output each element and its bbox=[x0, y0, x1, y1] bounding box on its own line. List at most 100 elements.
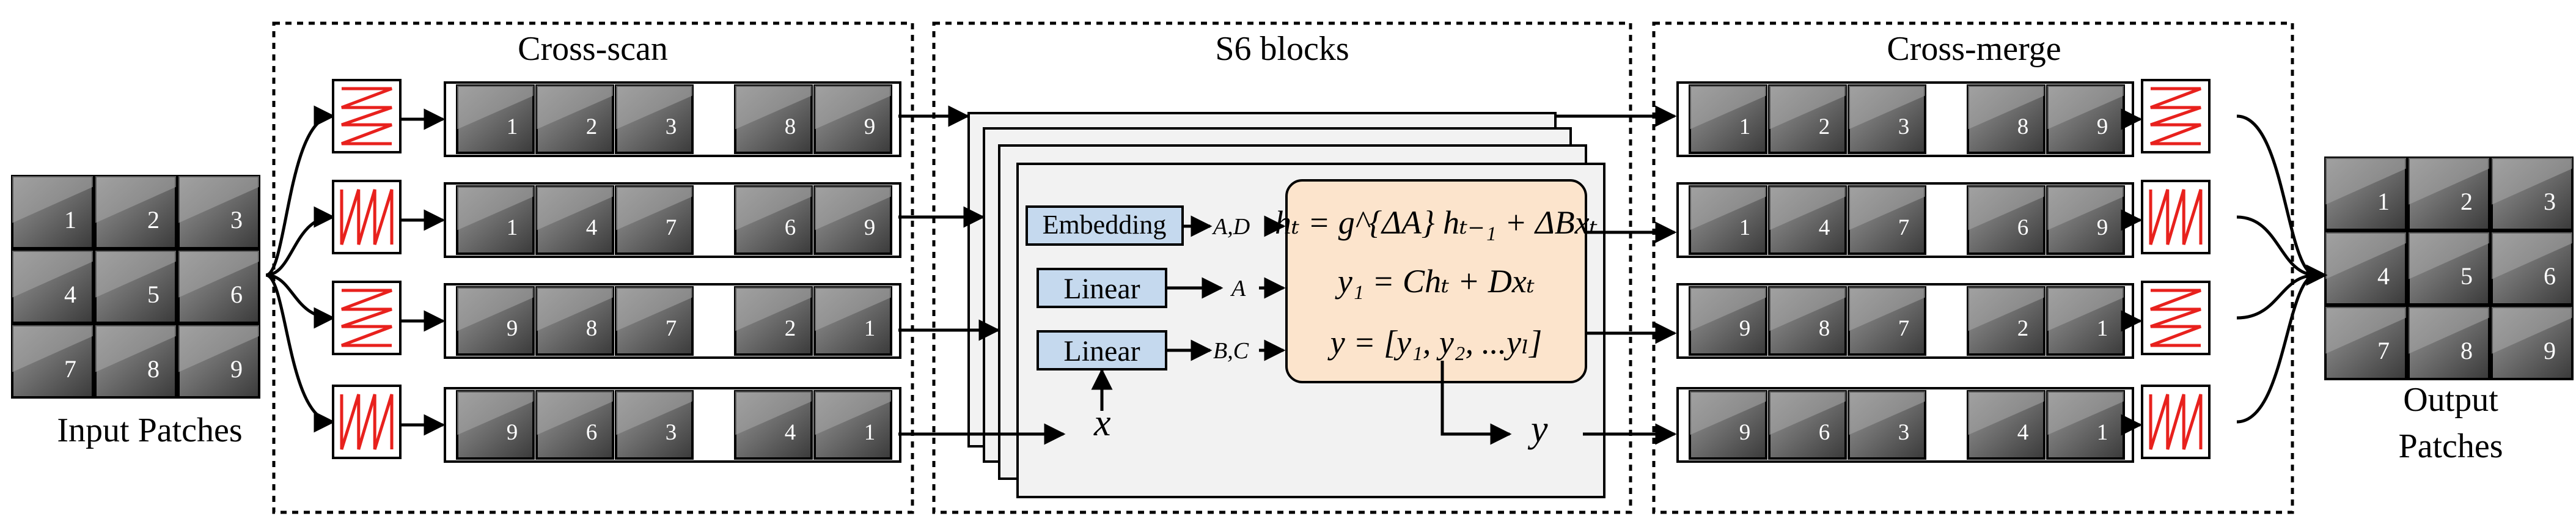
cross-scan-title: Cross-scan bbox=[518, 30, 668, 68]
patch-number: 1 bbox=[2097, 316, 2108, 341]
merge-row-tile-9: 9 bbox=[1689, 390, 1767, 460]
scan-row-tile-3: 3 bbox=[615, 84, 694, 154]
patch-number: 7 bbox=[64, 355, 76, 383]
patch-number: 9 bbox=[2544, 337, 2556, 364]
patch-number: 1 bbox=[864, 316, 876, 341]
patch-number: 6 bbox=[2017, 215, 2029, 240]
s6-blocks-frame bbox=[932, 21, 1632, 514]
output-tile-2: 2 bbox=[2407, 157, 2490, 231]
patch-number: 7 bbox=[2377, 337, 2390, 364]
patch-number: 3 bbox=[230, 206, 243, 234]
patch-number: 6 bbox=[586, 420, 598, 445]
input-tile-8: 8 bbox=[94, 324, 177, 399]
patch-number: 1 bbox=[864, 420, 876, 445]
cross-merge-title: Cross-merge bbox=[1887, 30, 2061, 68]
patch-number: 9 bbox=[507, 420, 518, 445]
scan-path-icon bbox=[341, 87, 392, 146]
merge-row-tile-2: 2 bbox=[1768, 84, 1847, 154]
patch-number: 9 bbox=[2097, 114, 2108, 139]
patch-number: 6 bbox=[785, 215, 796, 240]
patch-number: 9 bbox=[230, 355, 243, 383]
patch-number: 7 bbox=[1898, 215, 1910, 240]
input-branch-connectors bbox=[265, 105, 336, 433]
merge-row-tile-6: 6 bbox=[1768, 390, 1847, 460]
equation-sequence: y = [y₁, y₂, ...yₗ] bbox=[1327, 324, 1543, 361]
patch-number: 3 bbox=[666, 114, 677, 139]
patch-number: 1 bbox=[507, 114, 518, 139]
output-patches-label-line2: Patches bbox=[2398, 427, 2503, 465]
patch-number: 6 bbox=[230, 281, 243, 308]
patch-number: 1 bbox=[64, 206, 76, 234]
patch-number: 7 bbox=[666, 215, 677, 240]
scan-scan-pattern-2 bbox=[332, 180, 402, 254]
patch-number: 2 bbox=[1819, 114, 1830, 139]
output-tile-7: 7 bbox=[2324, 306, 2407, 380]
input-tile-7: 7 bbox=[11, 324, 94, 399]
scan-row-tile-9: 9 bbox=[813, 185, 892, 255]
patch-number: 4 bbox=[64, 281, 76, 308]
patch-number: 8 bbox=[785, 114, 796, 139]
merge-scan-pattern-3 bbox=[2141, 281, 2211, 355]
scan-row-tile-9: 9 bbox=[456, 286, 535, 356]
input-tile-4: 4 bbox=[11, 249, 94, 324]
merge-row-tile-9: 9 bbox=[1689, 286, 1767, 356]
scan-scan-pattern-3 bbox=[332, 281, 402, 355]
embedding-box bbox=[1026, 205, 1184, 246]
scan-row-tile-2: 2 bbox=[734, 286, 813, 356]
s6-to-merge-arrows bbox=[1555, 105, 1677, 445]
patch-number: 9 bbox=[1739, 316, 1751, 341]
output-variable-y: y bbox=[1527, 408, 1548, 450]
output-tile-6: 6 bbox=[2490, 231, 2574, 306]
input-tile-5: 5 bbox=[94, 249, 177, 324]
merge-row-tile-7: 7 bbox=[1848, 185, 1926, 255]
scan-to-s6-arrows bbox=[898, 105, 1066, 445]
patch-number: 4 bbox=[2377, 262, 2390, 290]
scan-row-tile-6: 6 bbox=[535, 390, 614, 460]
patch-number: 4 bbox=[785, 420, 796, 445]
scan-path-icon bbox=[2150, 289, 2201, 347]
patch-number: 5 bbox=[2460, 262, 2473, 290]
patch-number: 5 bbox=[147, 281, 160, 308]
patch-number: 8 bbox=[1819, 316, 1830, 341]
merge-row-tile-2: 2 bbox=[1967, 286, 2046, 356]
cross-merge-frame bbox=[1652, 21, 2294, 514]
patch-number: 3 bbox=[2544, 188, 2556, 215]
patch-number: 1 bbox=[507, 215, 518, 240]
input-tile-1: 1 bbox=[11, 175, 94, 249]
scan-row-tile-1: 1 bbox=[456, 185, 535, 255]
merge-row-tile-3: 3 bbox=[1848, 390, 1926, 460]
patch-number: 2 bbox=[785, 316, 796, 341]
scan-row-tile-8: 8 bbox=[535, 286, 614, 356]
merge-row-tile-8: 8 bbox=[1967, 84, 2046, 154]
equation-box bbox=[1285, 179, 1587, 383]
patch-number: 7 bbox=[666, 316, 677, 341]
input-patches-label: Input Patches bbox=[57, 411, 242, 449]
patch-number: 1 bbox=[2377, 188, 2390, 215]
scan-row-tile-7: 7 bbox=[615, 286, 694, 356]
scan-row-tile-1: 1 bbox=[813, 286, 892, 356]
input-variable-x: x bbox=[1093, 402, 1111, 444]
scan-row-tile-2: 2 bbox=[535, 84, 614, 154]
scan-scan-pattern-4 bbox=[332, 385, 402, 459]
scan-row-tile-4: 4 bbox=[734, 390, 813, 460]
linear-output-label-2: B,C bbox=[1213, 338, 1249, 364]
scan-path-icon bbox=[340, 189, 394, 245]
scan-row-tile-1: 1 bbox=[813, 390, 892, 460]
output-patches-label-line1: Output bbox=[2403, 381, 2498, 419]
input-tile-9: 9 bbox=[177, 324, 260, 399]
scan-path-icon bbox=[2150, 87, 2201, 146]
equation-output: y₁ = Chₜ + Dxₜ bbox=[1335, 263, 1535, 300]
output-tile-8: 8 bbox=[2407, 306, 2490, 380]
patch-number: 2 bbox=[147, 206, 160, 234]
patch-number: 2 bbox=[2017, 316, 2029, 341]
patch-number: 2 bbox=[586, 114, 598, 139]
patch-number: 7 bbox=[1898, 316, 1910, 341]
